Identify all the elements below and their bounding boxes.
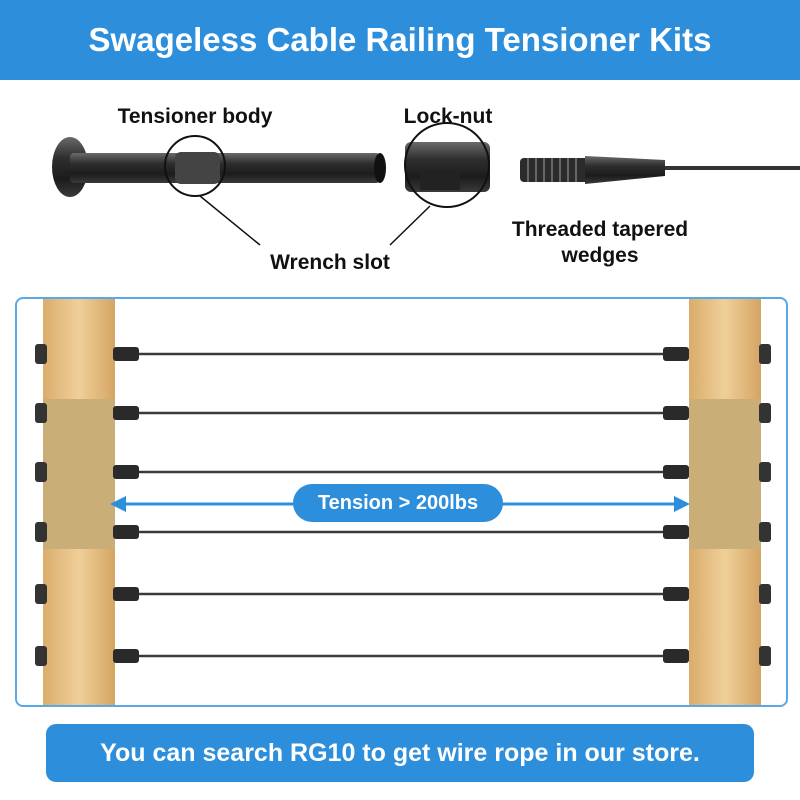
threaded-wedge-part: [520, 156, 665, 184]
tensioner-end-cap: [759, 646, 771, 666]
tensioner-end-cap: [35, 403, 47, 423]
cable-fitting: [663, 525, 689, 539]
lock-nut-part: [405, 142, 490, 192]
cable-fitting: [113, 649, 139, 663]
tensioner-end-cap: [759, 403, 771, 423]
leader-line: [389, 205, 431, 246]
callout-tensioner-body: Tensioner body: [117, 105, 273, 128]
leader-line: [199, 195, 261, 246]
cable-fitting: [113, 347, 139, 361]
cable-fitting: [113, 406, 139, 420]
cable-fitting: [663, 465, 689, 479]
cable-fitting: [663, 406, 689, 420]
cable-fitting: [663, 587, 689, 601]
wrench-slot-highlight: [164, 135, 226, 197]
tension-label: Tension > 200lbs: [293, 484, 503, 522]
railing-illustration: [35, 299, 771, 705]
tensioner-body-part: [52, 137, 386, 197]
page-title: Swageless Cable Railing Tensioner Kits: [88, 21, 712, 58]
tensioner-end-cap: [759, 462, 771, 482]
cable-fitting: [663, 649, 689, 663]
tensioner-end-cap: [759, 584, 771, 604]
cable-fitting: [113, 525, 139, 539]
tensioner-end-cap: [35, 522, 47, 542]
page-title-banner: Swageless Cable Railing Tensioner Kits: [0, 0, 800, 80]
tensioner-end-cap: [35, 462, 47, 482]
store-promo-banner: You can search RG10 to get wire rope in …: [46, 724, 754, 782]
cable-fitting: [113, 587, 139, 601]
right-post-block: [689, 399, 761, 549]
callout-wrench-slot: Wrench slot: [270, 251, 390, 274]
tensioner-end-cap: [759, 344, 771, 364]
cable-fitting: [663, 347, 689, 361]
left-post-block: [43, 399, 115, 549]
tensioner-end-cap: [759, 522, 771, 542]
store-promo-text: You can search RG10 to get wire rope in …: [100, 738, 700, 767]
parts-illustration: [52, 122, 800, 246]
tensioner-end-cap: [35, 646, 47, 666]
callout-lock-nut: Lock-nut: [403, 105, 493, 128]
lock-nut-highlight: [404, 122, 490, 208]
tensioner-end-cap: [35, 584, 47, 604]
callout-threaded-wedges: Threaded tapered wedges: [511, 218, 689, 267]
cable-fitting: [113, 465, 139, 479]
tensioner-end-cap: [35, 344, 47, 364]
